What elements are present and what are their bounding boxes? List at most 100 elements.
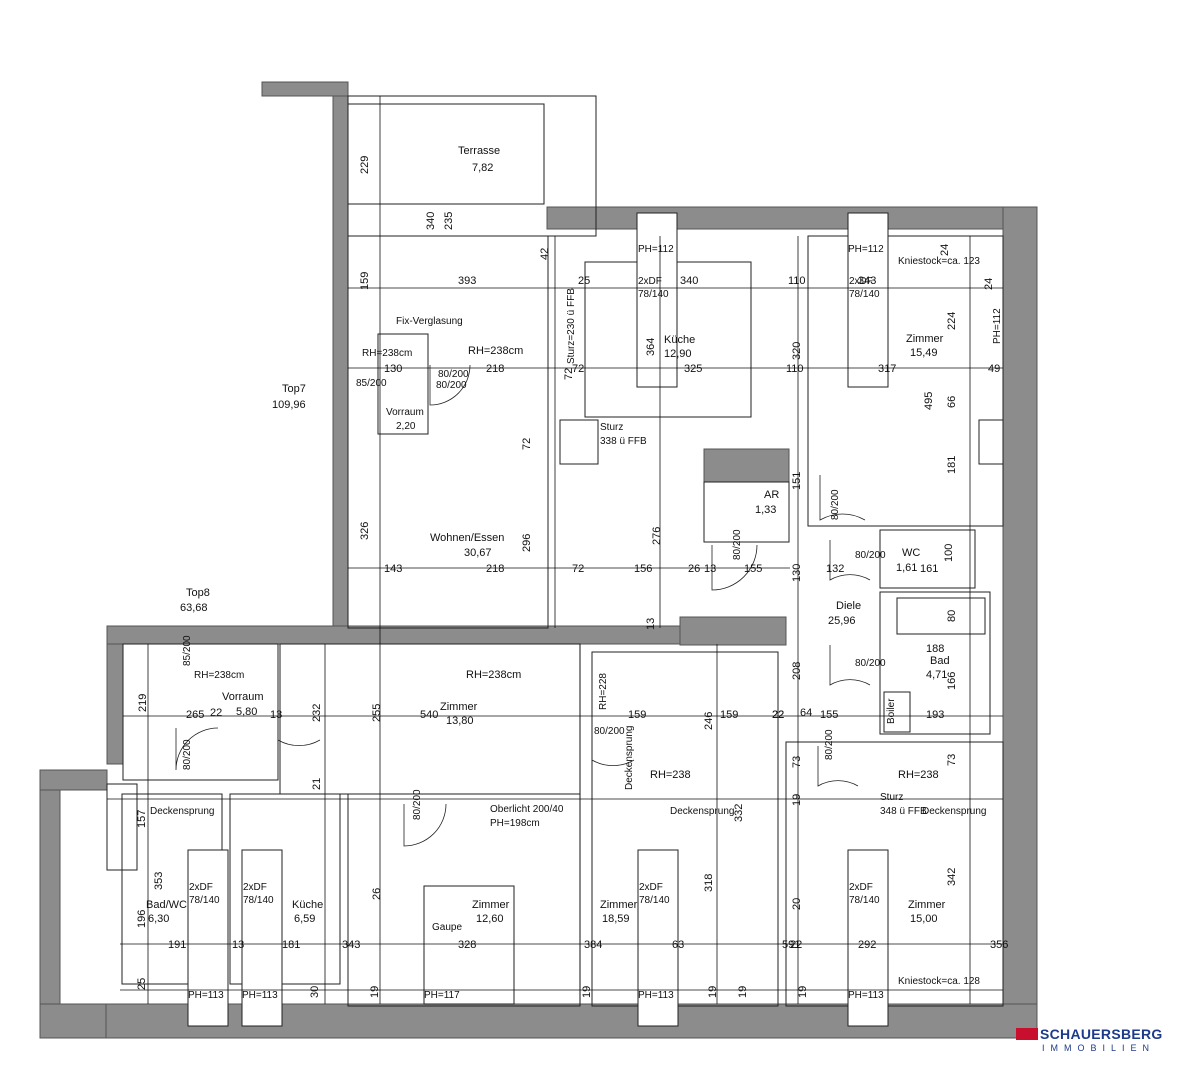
dimension-label: 22 [772, 709, 784, 721]
dimension-label: 353 [153, 872, 165, 890]
top8-zimmer-c [591, 651, 779, 1007]
note-rh-238-a: RH=238 [650, 769, 691, 781]
note-sturz-338-a: Sturz [600, 422, 623, 433]
note-deckensprung-a: Deckensprung [150, 806, 214, 817]
column-right [978, 419, 1004, 465]
window-w2 [847, 212, 889, 388]
dimension-label: 265 [186, 709, 204, 721]
brand-logo-mark [1016, 1028, 1038, 1040]
note-sturz-338-b: 338 ü FFB [600, 436, 647, 447]
door-label-2: 80/200 [830, 489, 841, 520]
dimension-label: 13 [270, 709, 282, 721]
wall-top7-left [332, 95, 349, 627]
dimension-label: 156 [634, 563, 652, 575]
wall-southwest-step [39, 769, 108, 791]
room-name-kueche7: Küche [664, 334, 695, 346]
door-labels: 80/200 80/200 80/200 80/200 80/200 80/20… [182, 369, 886, 820]
note-rh-238cm-b: RH=238cm [468, 345, 523, 357]
dimension-label: 343 [858, 275, 876, 287]
dimension-label: 24 [983, 278, 995, 290]
dimension-label: 19 [737, 986, 749, 998]
dimension-label: 13 [704, 563, 716, 575]
room-area-zimmer8c: 18,59 [602, 913, 630, 925]
room-area-wohnen: 30,67 [464, 547, 492, 559]
dimension-label: 155 [744, 563, 762, 575]
brand-logo: SCHAUERSBERG IMMOBILIEN [1016, 1024, 1166, 1058]
walls [39, 81, 1038, 1039]
dimension-label: 326 [359, 522, 371, 540]
ph-labels: PH=112 PH=112 PH=112 PH=113 PH=113 PH=11… [188, 244, 1003, 1001]
note-sturz-348-b: 348 ü FFB [880, 806, 927, 817]
bad-room [879, 591, 991, 735]
room-name-vorraum8: Vorraum [222, 691, 264, 703]
dimension-label: 393 [458, 275, 476, 287]
dimension-label: 30 [309, 986, 321, 998]
door-label-6: 80/200 [182, 739, 193, 770]
room-name-zimmer8a: Zimmer [440, 701, 478, 713]
door-swing-4 [829, 645, 871, 686]
window-type-w2: 2xDF [849, 276, 873, 287]
room-area-kueche8: 6,59 [294, 913, 315, 925]
room-area-vorraum7: 2,20 [396, 421, 416, 432]
dimension-label: 218 [486, 363, 504, 375]
window-w1 [636, 212, 678, 388]
note-rh-238cm-d: RH=238cm [194, 670, 244, 681]
dimension-label: 340 [425, 212, 437, 230]
dimension-label: 384 [584, 939, 602, 951]
ph-label-8: PH=113 [848, 990, 884, 1001]
room-name-bad7: Bad [930, 655, 950, 667]
dimension-label: 19 [791, 794, 803, 806]
window-size-w2: 78/140 [849, 289, 880, 300]
dimension-label: 130 [384, 363, 402, 375]
ph-label-4: PH=113 [188, 990, 224, 1001]
ar-room [703, 481, 790, 543]
boiler [883, 691, 911, 733]
dimension-label: 188 [926, 643, 944, 655]
terrace-inner [347, 103, 545, 205]
window-w3 [187, 849, 229, 1027]
door-label-11: 85/200 [182, 635, 193, 666]
dimension-label: 495 [923, 392, 935, 410]
dimension-label: 276 [651, 527, 663, 545]
window-size-w1: 78/140 [638, 289, 669, 300]
door-swing-1 [429, 364, 471, 406]
roof-windows [187, 212, 889, 1027]
dimension-label: 19 [581, 986, 593, 998]
ph-label-7: PH=113 [638, 990, 674, 1001]
note-sturz-230: Sturz=230 ü FFB [566, 288, 577, 364]
window-w5 [637, 849, 679, 1027]
dimension-label: 72 [521, 438, 533, 450]
dimension-label: 246 [703, 712, 715, 730]
room-name-kueche8: Küche [292, 899, 323, 911]
room-area-zimmer7: 15,49 [910, 347, 938, 359]
dimension-label: 72 [563, 368, 575, 380]
window-size-w5: 78/140 [639, 895, 670, 906]
window-type-w5: 2xDF [639, 882, 663, 893]
door-label-4: 80/200 [855, 658, 886, 669]
kueche8-room [229, 793, 341, 985]
room-name-wc: WC [902, 547, 920, 559]
dimension-label: 26 [688, 563, 700, 575]
room-area-vorraum8: 5,80 [236, 706, 257, 718]
room-name-ar: AR [764, 489, 779, 501]
dimension-label: 317 [878, 363, 896, 375]
dimension-label: 219 [137, 694, 149, 712]
wc-room [879, 529, 976, 589]
dimension-label: 22 [772, 709, 784, 721]
dimension-label: 157 [136, 810, 148, 828]
dimension-label: 159 [628, 709, 646, 721]
door-label-12: 85/200 [356, 378, 387, 389]
note-ph-198: PH=198cm [490, 818, 540, 829]
dimension-label: 26 [371, 888, 383, 900]
brand-name: SCHAUERSBERG [1040, 1026, 1163, 1042]
room-name-wohnen: Wohnen/Essen [430, 532, 504, 544]
window-type-w1: 2xDF [638, 276, 662, 287]
door-swing-10 [403, 803, 447, 847]
note-kniestock-123: Kniestock=ca. 123 [898, 256, 980, 267]
dimension-label: 224 [946, 312, 958, 330]
dimension-label: 73 [791, 756, 803, 768]
dimension-label: 49 [988, 363, 1000, 375]
dimension-label: 191 [168, 939, 186, 951]
dimension-label: 13 [232, 939, 244, 951]
dimension-label: 328 [458, 939, 476, 951]
